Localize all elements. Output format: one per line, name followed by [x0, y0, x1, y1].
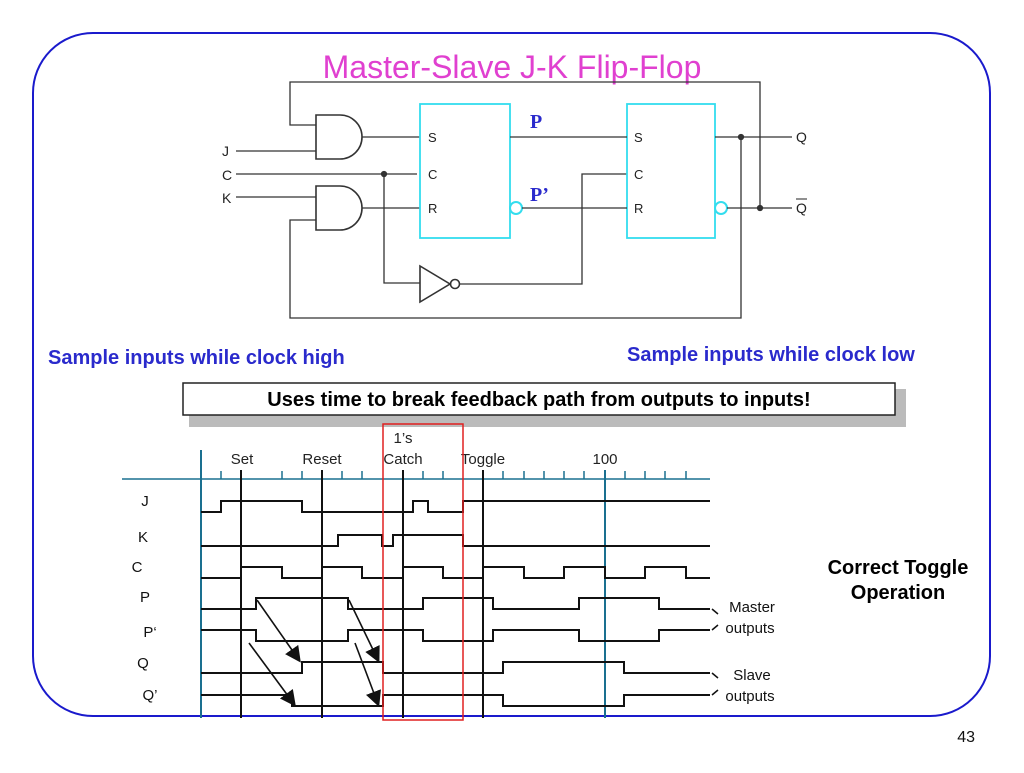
signal-label-c: C: [132, 559, 143, 576]
wave-k: [201, 534, 710, 547]
output-label-q: Q: [796, 129, 807, 145]
slave-pin-r: R: [634, 201, 643, 216]
master-outputs-label-2: outputs: [725, 620, 774, 637]
slave-outputs-label-2: outputs: [725, 688, 774, 705]
phase-toggle: Toggle: [461, 451, 505, 468]
slave-latch: [626, 103, 716, 239]
circuit-diagram: J C K: [222, 81, 807, 319]
phase-100: 100: [592, 451, 617, 468]
master-pin-r: R: [428, 201, 437, 216]
slave-pin-s: S: [634, 130, 643, 145]
signal-label-j: J: [141, 493, 149, 510]
slide-frame: [32, 32, 991, 717]
output-label-qbar: Q: [796, 200, 807, 216]
master-outputs-label-1: Master: [729, 599, 775, 616]
master-output-pbar: P’: [530, 184, 549, 206]
arrow-pbar-to-qbar: [248, 642, 296, 707]
wave-qbar: [201, 694, 710, 707]
sample-high-note: Sample inputs while clock high: [48, 347, 345, 369]
callout-box: [182, 382, 896, 416]
signal-label-k: K: [138, 529, 148, 546]
arrow-pbar-to-qbar-2: [354, 642, 381, 707]
slave-pin-c: C: [634, 167, 643, 182]
wave-p: [201, 597, 710, 610]
page-number: 43: [957, 729, 975, 746]
input-label-j: J: [222, 143, 229, 159]
slave-outputs-label-1: Slave: [733, 667, 771, 684]
arrow-p-to-q-2: [348, 599, 380, 663]
master-pin-s: S: [428, 130, 437, 145]
signal-label-pbar: P‘: [143, 624, 156, 641]
inverter-gate: [419, 264, 452, 304]
signal-label-q: Q: [137, 655, 149, 672]
input-label-k: K: [222, 190, 232, 206]
wave-pbar: [201, 629, 710, 642]
phase-ones: 1’s: [394, 430, 413, 447]
correct-toggle-line1: Correct Toggle: [828, 557, 969, 579]
phase-catch: Catch: [383, 451, 422, 468]
sample-low-note: Sample inputs while clock low: [627, 344, 915, 366]
master-output-p: P: [530, 111, 542, 133]
signal-label-p: P: [140, 589, 150, 606]
input-label-c: C: [222, 167, 232, 183]
signal-label-qbar: Q’: [143, 687, 158, 704]
wave-q: [201, 661, 710, 674]
ones-catch-highlight: [382, 423, 464, 721]
timing-diagram: Set Reset 1’s Catch Toggle 100: [122, 423, 775, 721]
phase-reset: Reset: [302, 451, 342, 468]
master-latch: [419, 103, 511, 239]
and-gate-bottom: [315, 185, 363, 231]
master-pin-c: C: [428, 167, 437, 182]
phase-set: Set: [231, 451, 254, 468]
slide-title: Master-Slave J-K Flip-Flop: [323, 49, 702, 85]
wave-j: [201, 500, 710, 513]
arrow-p-to-q: [256, 599, 301, 663]
correct-toggle-line2: Operation: [851, 582, 945, 604]
and-gate-top: [315, 114, 363, 160]
callout-text: Uses time to break feedback path from ou…: [267, 389, 810, 411]
wave-c: [201, 566, 710, 579]
